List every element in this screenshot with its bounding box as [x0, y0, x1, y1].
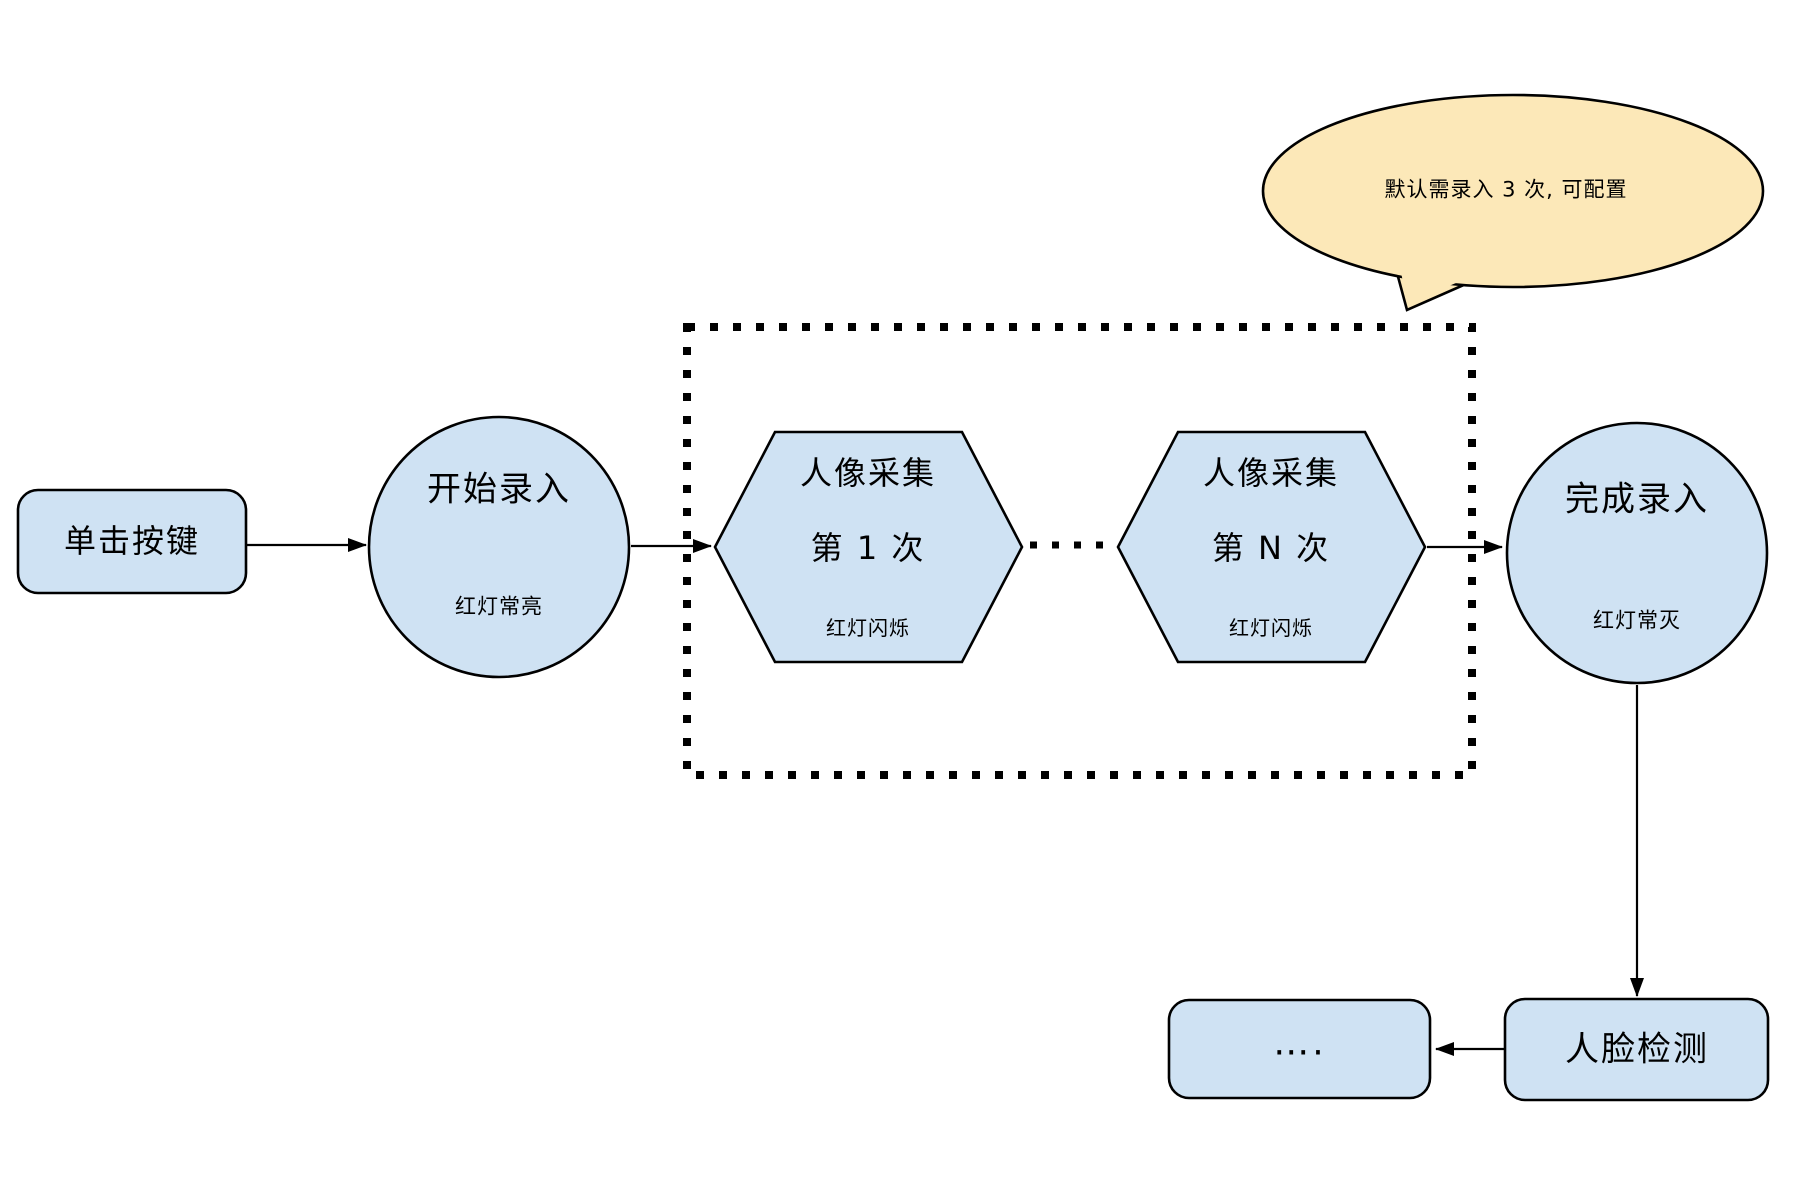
capture-first-title: 人像采集	[799, 453, 937, 492]
callout-text: 默认需录入 3 次, 可配置	[1384, 177, 1628, 202]
capture-nth-title: 人像采集	[1202, 453, 1340, 492]
capture-first-count: 第 1 次	[810, 528, 926, 567]
more-steps-label: ….	[1273, 1022, 1327, 1064]
loop-dotted-box	[683, 323, 1476, 779]
click-button-label: 单击按键	[63, 521, 201, 560]
start-record-subtitle: 红灯常亮	[455, 594, 543, 619]
capture-first-subtitle: 红灯闪烁	[826, 616, 910, 640]
face-detect-node	[1503, 997, 1770, 1102]
done-record-title: 完成录入	[1565, 479, 1709, 520]
start-record-circle	[367, 415, 631, 679]
callout-tail-join	[1398, 260, 1468, 303]
capture-nth-count: 第 N 次	[1211, 528, 1331, 567]
callout-bubble	[1261, 93, 1765, 289]
capture-first-hexagon	[713, 430, 1024, 664]
capture-nth-subtitle: 红灯闪烁	[1229, 616, 1313, 640]
done-record-subtitle: 红灯常灭	[1593, 608, 1681, 633]
click-button-node	[16, 488, 248, 595]
more-steps-node	[1167, 998, 1432, 1100]
capture-nth-hexagon	[1116, 430, 1427, 664]
face-detect-label: 人脸检测	[1565, 1029, 1709, 1070]
start-record-title: 开始录入	[427, 469, 571, 510]
done-record-circle	[1505, 421, 1769, 685]
